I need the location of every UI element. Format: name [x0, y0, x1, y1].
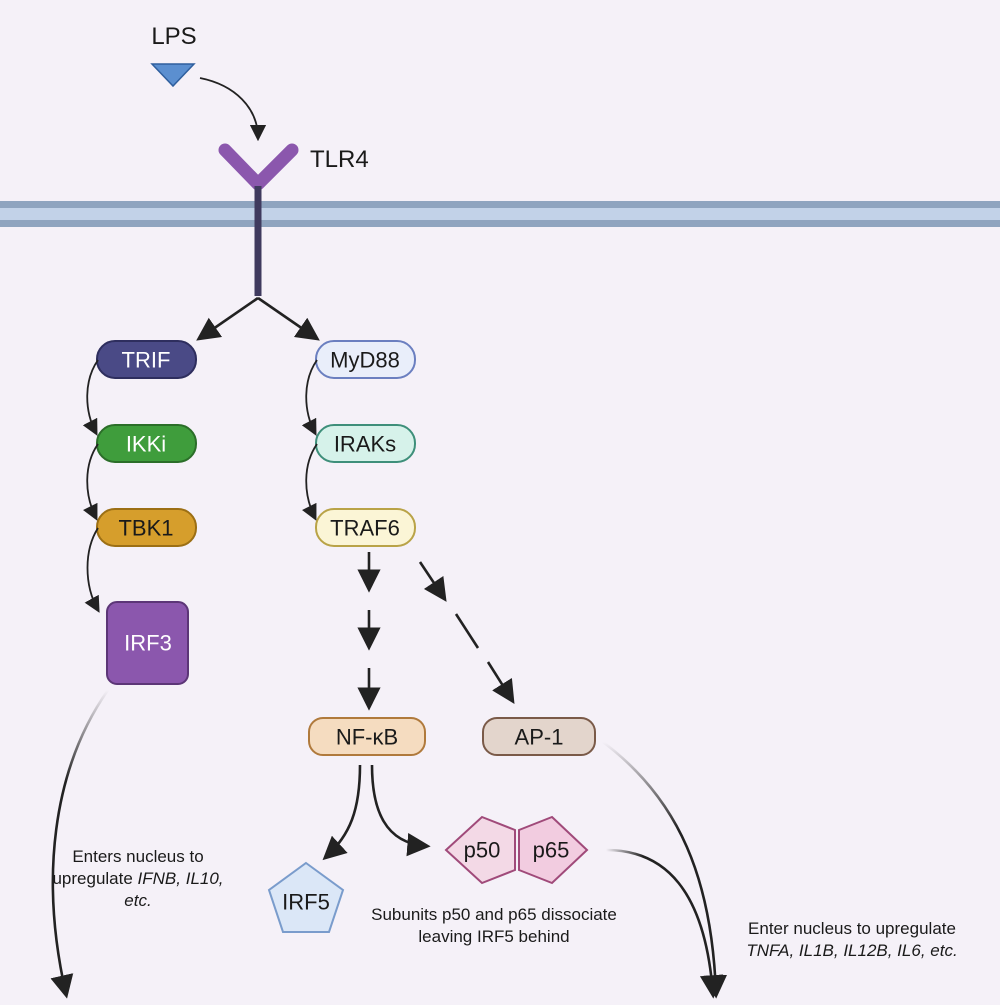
node-iraks: IRAKs [315, 424, 416, 463]
arrow-tbk1-to-irf3 [84, 527, 100, 613]
dashed-arrow-traf6-to-ap1 [418, 561, 515, 704]
ap1-note-line2: TNFA, IL1B, IL12B, IL6, etc. [746, 941, 957, 960]
p65-label: p65 [533, 838, 570, 863]
arrow-nfkb-to-irf5 [322, 764, 362, 861]
lps-to-tlr4-arrow [199, 77, 267, 142]
p50-label: p50 [464, 838, 501, 863]
myd88-label: MyD88 [330, 348, 400, 373]
irf5-label: IRF5 [282, 890, 330, 915]
arrow-irf3-to-nucleus [50, 689, 110, 999]
irf3-note-line2: upregulate IFNB, IL10, [52, 869, 223, 888]
arrow-myd88-to-iraks [301, 359, 318, 436]
tlr4-label: TLR4 [310, 146, 369, 173]
node-nfkb: NF-κB [308, 717, 426, 756]
nfkb-label: NF-κB [336, 725, 398, 750]
tbk1-label: TBK1 [118, 516, 173, 541]
irf3-note-line3: etc. [124, 891, 151, 910]
trif-label: TRIF [122, 348, 171, 373]
irf3-label: IRF3 [124, 631, 172, 656]
arrow-p65-to-nucleus [605, 848, 724, 999]
arrow-ikki-to-tbk1 [82, 443, 99, 521]
membrane-inner [0, 208, 1000, 220]
node-trif: TRIF [96, 340, 197, 379]
node-ap1: AP-1 [482, 717, 596, 756]
iraks-label: IRAKs [334, 432, 396, 457]
lps-triangle-icon [150, 63, 196, 88]
arrow-to-trif [196, 296, 259, 341]
node-ikki: IKKi [96, 424, 197, 463]
node-irf5: IRF5 [267, 861, 345, 933]
traf6-label: TRAF6 [330, 516, 400, 541]
lps-label: LPS [151, 23, 196, 50]
ap1-note-line1: Enter nucleus to upregulate [748, 919, 956, 938]
tlr4-receptor-icon [218, 143, 299, 191]
node-traf6: TRAF6 [315, 508, 416, 547]
node-p50: p50 [444, 815, 516, 885]
node-irf3: IRF3 [106, 601, 189, 685]
node-p65: p65 [518, 815, 589, 885]
arrow-iraks-to-traf6 [301, 443, 318, 521]
ap1-label: AP-1 [515, 725, 564, 750]
node-tbk1: TBK1 [96, 508, 197, 547]
arrow-ap1-to-nucleus [602, 740, 728, 999]
arrow-nfkb-to-p50p65 [370, 764, 431, 857]
dissociate-note-line1: Subunits p50 and p65 dissociate [371, 905, 617, 924]
ikki-label: IKKi [126, 432, 166, 457]
irf3-note-line1: Enters nucleus to [72, 847, 203, 866]
arrow-to-myd88 [257, 296, 320, 341]
dissociate-note-line2: leaving IRF5 behind [418, 927, 569, 946]
arrow-trif-to-ikki [82, 359, 99, 436]
node-myd88: MyD88 [315, 340, 416, 379]
